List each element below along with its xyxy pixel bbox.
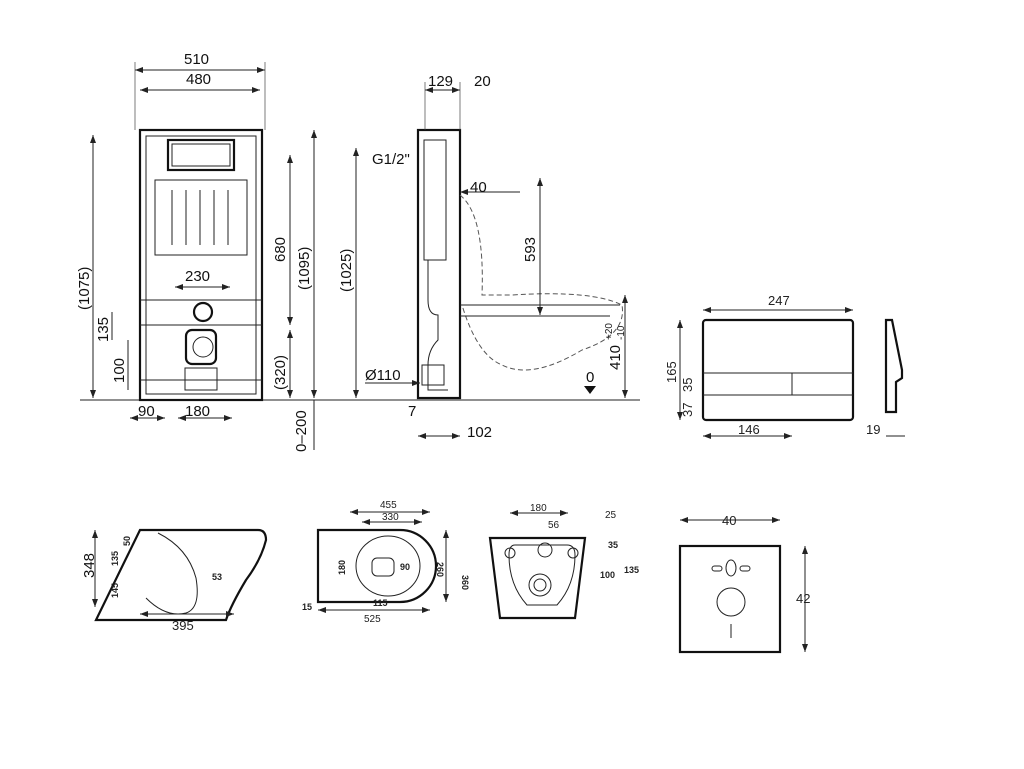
dim-25: 25 [605,510,617,521]
dim-165: 165 [664,361,679,383]
dim-56: 56 [548,520,560,531]
dim-510: 510 [184,51,209,68]
dim-180: 180 [337,560,347,575]
dim-42: 42 [796,591,810,606]
dim-35: 35 [608,540,618,550]
dim-37: 37 [680,403,695,417]
dim-230: 230 [185,268,210,285]
dim-40: 40 [470,179,487,196]
dim-455: 455 [380,500,397,511]
tol-plus: +20 [604,323,615,340]
tol-minus: -10 [616,325,627,340]
dim-680: 680 [272,237,289,262]
dim-20: 20 [474,73,491,90]
dim-100: 100 [600,570,615,580]
dim-395: 395 [172,618,194,633]
sound-pad: 40 42 [678,513,810,654]
dim-1095: (1095) [296,247,313,290]
dim-7: 7 [408,403,416,420]
dim-180: 180 [185,403,210,420]
floor-zero: 0 [586,369,594,386]
dim-525: 525 [364,614,381,625]
dim-593: 593 [522,237,539,262]
floor-arrow-icon [584,386,596,394]
dim-135: 135 [624,565,639,575]
dim-15: 15 [302,602,312,612]
dim-35: 35 [680,378,695,392]
dim-360: 360 [460,575,470,590]
dim-90: 90 [138,403,155,420]
dim-1075: (1075) [76,267,93,310]
dim-115: 115 [373,598,388,608]
bowl-rear-view: 180 56 25 35 100 135 [488,503,639,620]
bowl-top-view: 455 330 525 360 260 180 90 115 15 [302,500,470,625]
dim-480: 480 [186,71,211,88]
dim-135: 135 [95,317,112,342]
dim-260: 260 [435,562,445,577]
dim-90: 90 [400,562,410,572]
dim-1025: (1025) [338,249,355,292]
dim-180: 180 [530,503,547,514]
dim-348: 348 [81,553,98,578]
dim-247: 247 [768,293,790,308]
dim-0-200: 0–200 [293,410,310,452]
dim-410: 410 [607,345,624,370]
dim-146: 146 [738,422,760,437]
bowl-side-view: 348 145 135 50 53 395 [81,528,268,633]
side-view: 129 20 G1/2" 40 593 (1025) Ø110 7 102 0 … [338,73,628,441]
dim-320: (320) [272,355,289,390]
dim-129: 129 [428,73,453,90]
dim-40: 40 [722,513,736,528]
front-view: 510 480 (1075) 680 (1095) (320) 230 135 … [76,51,317,452]
dim-330: 330 [382,512,399,523]
dim-19: 19 [866,422,880,437]
flush-plate: 247 165 35 37 146 19 [664,293,905,439]
dim-135: 135 [110,551,120,566]
dim-110: Ø110 [365,367,401,384]
dim-50: 50 [122,536,132,546]
dim-53: 53 [212,572,222,582]
dim-100: 100 [111,358,128,383]
dim-102: 102 [467,424,492,441]
dim-145: 145 [110,583,120,598]
inlet-g12: G1/2" [372,151,410,168]
